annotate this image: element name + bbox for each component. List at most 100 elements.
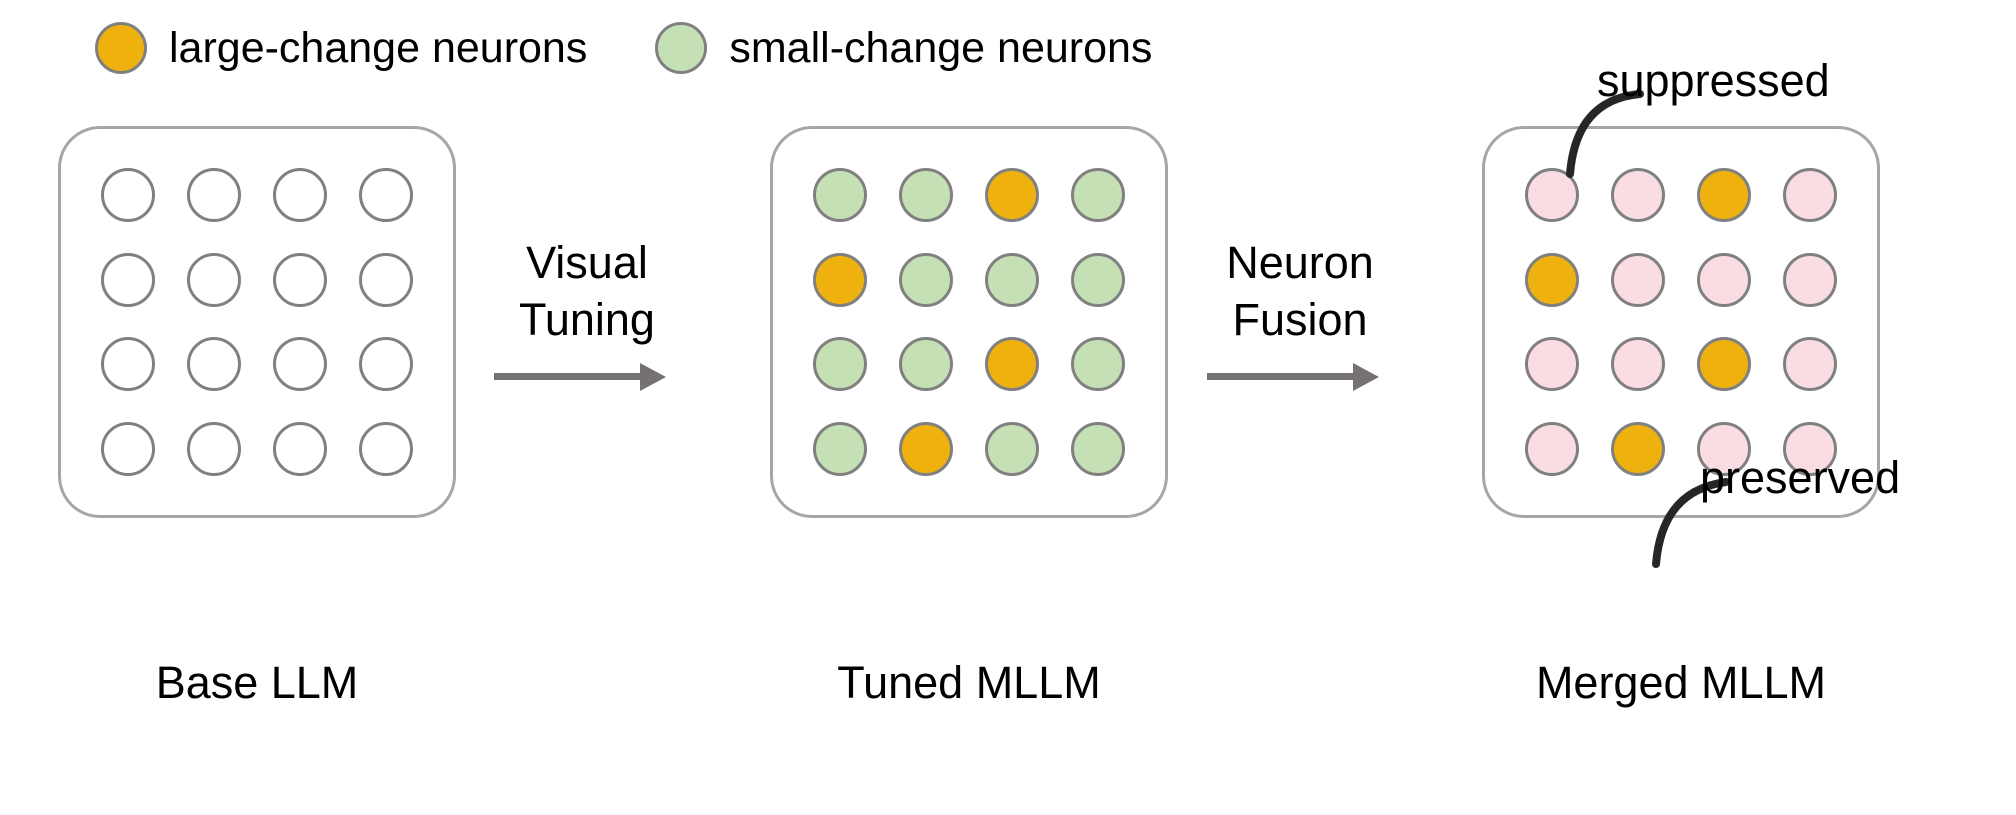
neuron-cell bbox=[85, 322, 171, 407]
neuron-small-change-r2-c3[interactable] bbox=[985, 252, 1039, 307]
panel-merged-mllm bbox=[1482, 126, 1880, 518]
neuron-suppressed-r2-c3[interactable] bbox=[1697, 252, 1751, 307]
arrow-head bbox=[1353, 363, 1379, 391]
neuron-cell bbox=[1767, 407, 1853, 492]
neuron-suppressed-r3-c2[interactable] bbox=[1611, 337, 1665, 392]
neuron-cell bbox=[1595, 238, 1681, 323]
neuron-cell bbox=[1681, 238, 1767, 323]
neuron-small-change-r1-c2[interactable] bbox=[899, 168, 953, 223]
neuron-grid-tuned-mllm bbox=[773, 129, 1165, 515]
neuron-suppressed-r3-c4[interactable] bbox=[1783, 337, 1837, 392]
arrow-visual-tuning-icon bbox=[472, 356, 702, 396]
neuron-untouched-r4-c1[interactable] bbox=[101, 421, 155, 476]
callout-label-preserved: preserved bbox=[1700, 452, 1901, 503]
callout-label-suppressed: suppressed bbox=[1597, 55, 1830, 106]
neuron-untouched-r2-c2[interactable] bbox=[187, 252, 241, 307]
neuron-small-change-r1-c1[interactable] bbox=[813, 168, 867, 223]
neuron-cell bbox=[969, 153, 1055, 238]
neuron-small-change-r3-c4[interactable] bbox=[1071, 337, 1125, 392]
neuron-small-change-r4-c3[interactable] bbox=[985, 421, 1039, 476]
neuron-cell bbox=[1595, 407, 1681, 492]
neuron-untouched-r1-c3[interactable] bbox=[273, 168, 327, 223]
neuron-untouched-r2-c3[interactable] bbox=[273, 252, 327, 307]
arrow-shaft bbox=[1207, 373, 1357, 380]
neuron-small-change-r4-c4[interactable] bbox=[1071, 421, 1125, 476]
neuron-cell bbox=[1509, 322, 1595, 407]
neuron-large-change-r3-c3[interactable] bbox=[1697, 337, 1751, 392]
neuron-large-change-r4-c2[interactable] bbox=[899, 421, 953, 476]
neuron-grid-merged-mllm bbox=[1485, 129, 1877, 515]
panel-caption-merged-mllm: Merged MLLM bbox=[1535, 657, 1827, 708]
neuron-cell bbox=[257, 153, 343, 238]
arrow-shaft bbox=[494, 373, 644, 380]
neuron-small-change-r3-c2[interactable] bbox=[899, 337, 953, 392]
neuron-cell bbox=[171, 322, 257, 407]
transition-label-neuron-fusion-line1: Neuron bbox=[1226, 237, 1374, 288]
neuron-untouched-r4-c4[interactable] bbox=[359, 421, 413, 476]
neuron-untouched-r1-c4[interactable] bbox=[359, 168, 413, 223]
legend-item-small-change: small-change neurons bbox=[655, 22, 1152, 74]
callout-leader-line-preserved bbox=[1652, 478, 1730, 568]
neuron-untouched-r3-c2[interactable] bbox=[187, 337, 241, 392]
neuron-small-change-r4-c1[interactable] bbox=[813, 421, 867, 476]
panel-caption-base-llm: Base LLM bbox=[155, 657, 359, 708]
neuron-untouched-r4-c2[interactable] bbox=[187, 421, 241, 476]
neuron-untouched-r3-c4[interactable] bbox=[359, 337, 413, 392]
neuron-cell bbox=[883, 238, 969, 323]
legend-label-large-change: large-change neurons bbox=[169, 23, 588, 72]
neuron-suppressed-r4-c3[interactable] bbox=[1697, 421, 1751, 476]
neuron-large-change-r1-c3[interactable] bbox=[985, 168, 1039, 223]
neuron-cell bbox=[1509, 407, 1595, 492]
legend-item-large-change: large-change neurons bbox=[95, 22, 587, 74]
neuron-cell bbox=[1681, 322, 1767, 407]
neuron-cell bbox=[1767, 322, 1853, 407]
neuron-large-change-r1-c3[interactable] bbox=[1697, 168, 1751, 223]
neuron-suppressed-r4-c1[interactable] bbox=[1525, 421, 1579, 476]
neuron-suppressed-r1-c2[interactable] bbox=[1611, 168, 1665, 223]
neuron-small-change-r3-c1[interactable] bbox=[813, 337, 867, 392]
neuron-cell bbox=[969, 322, 1055, 407]
neuron-untouched-r1-c1[interactable] bbox=[101, 168, 155, 223]
neuron-cell bbox=[1595, 153, 1681, 238]
neuron-small-change-r1-c4[interactable] bbox=[1071, 168, 1125, 223]
callout-leader-line-suppressed bbox=[1566, 90, 1644, 178]
neuron-cell bbox=[1681, 153, 1767, 238]
transition-label-visual-tuning-line2: Tuning bbox=[519, 294, 655, 345]
neuron-cell bbox=[883, 153, 969, 238]
panel-caption-tuned-mllm: Tuned MLLM bbox=[837, 657, 1101, 708]
neuron-suppressed-r2-c4[interactable] bbox=[1783, 252, 1837, 307]
neuron-untouched-r2-c1[interactable] bbox=[101, 252, 155, 307]
neuron-small-change-r2-c4[interactable] bbox=[1071, 252, 1125, 307]
panel-base-llm bbox=[58, 126, 456, 518]
arrow-head bbox=[640, 363, 666, 391]
neuron-large-change-r3-c3[interactable] bbox=[985, 337, 1039, 392]
neuron-cell bbox=[171, 407, 257, 492]
neuron-grid-base-llm bbox=[61, 129, 453, 515]
neuron-untouched-r3-c3[interactable] bbox=[273, 337, 327, 392]
large-change-swatch-icon bbox=[95, 22, 147, 74]
panel-tuned-mllm bbox=[770, 126, 1168, 518]
neuron-cell bbox=[257, 238, 343, 323]
neuron-untouched-r2-c4[interactable] bbox=[359, 252, 413, 307]
neuron-suppressed-r4-c4[interactable] bbox=[1783, 421, 1837, 476]
neuron-large-change-r4-c2[interactable] bbox=[1611, 421, 1665, 476]
neuron-cell bbox=[1055, 322, 1141, 407]
neuron-cell bbox=[85, 238, 171, 323]
neuron-cell bbox=[343, 322, 429, 407]
neuron-cell bbox=[1681, 407, 1767, 492]
neuron-cell bbox=[171, 238, 257, 323]
transition-visual-tuning: Visual Tuning bbox=[472, 234, 702, 396]
neuron-untouched-r4-c3[interactable] bbox=[273, 421, 327, 476]
neuron-small-change-r2-c2[interactable] bbox=[899, 252, 953, 307]
neuron-cell bbox=[257, 407, 343, 492]
neuron-suppressed-r1-c4[interactable] bbox=[1783, 168, 1837, 223]
neuron-suppressed-r3-c1[interactable] bbox=[1525, 337, 1579, 392]
neuron-suppressed-r2-c2[interactable] bbox=[1611, 252, 1665, 307]
neuron-untouched-r3-c1[interactable] bbox=[101, 337, 155, 392]
neuron-cell bbox=[343, 153, 429, 238]
neuron-untouched-r1-c2[interactable] bbox=[187, 168, 241, 223]
neuron-cell bbox=[797, 153, 883, 238]
neuron-large-change-r2-c1[interactable] bbox=[1525, 252, 1579, 307]
neuron-large-change-r2-c1[interactable] bbox=[813, 252, 867, 307]
